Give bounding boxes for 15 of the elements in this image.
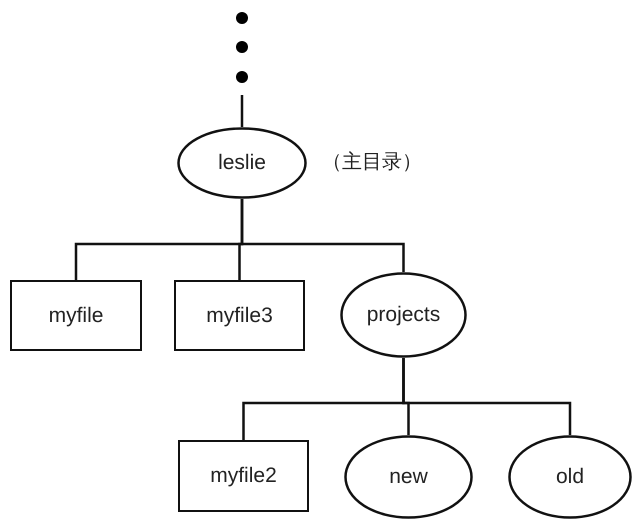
directory-name: projects xyxy=(366,303,440,327)
directory-name: leslie xyxy=(218,151,266,175)
tree-connector xyxy=(240,199,405,272)
annotation-text: （主目录） xyxy=(322,148,422,175)
directory-name: new xyxy=(389,465,428,489)
directory-name: old xyxy=(556,465,584,489)
directory-ellipse xyxy=(508,435,632,519)
file-box: myfile xyxy=(10,280,142,351)
directory-ellipse xyxy=(340,272,467,358)
file-box: myfile3 xyxy=(174,280,305,351)
directory-ellipse xyxy=(344,435,473,519)
file-box: myfile2 xyxy=(178,440,309,512)
tree-connector xyxy=(240,95,244,127)
directory-ellipse xyxy=(177,127,307,199)
tree-connector xyxy=(402,358,572,435)
